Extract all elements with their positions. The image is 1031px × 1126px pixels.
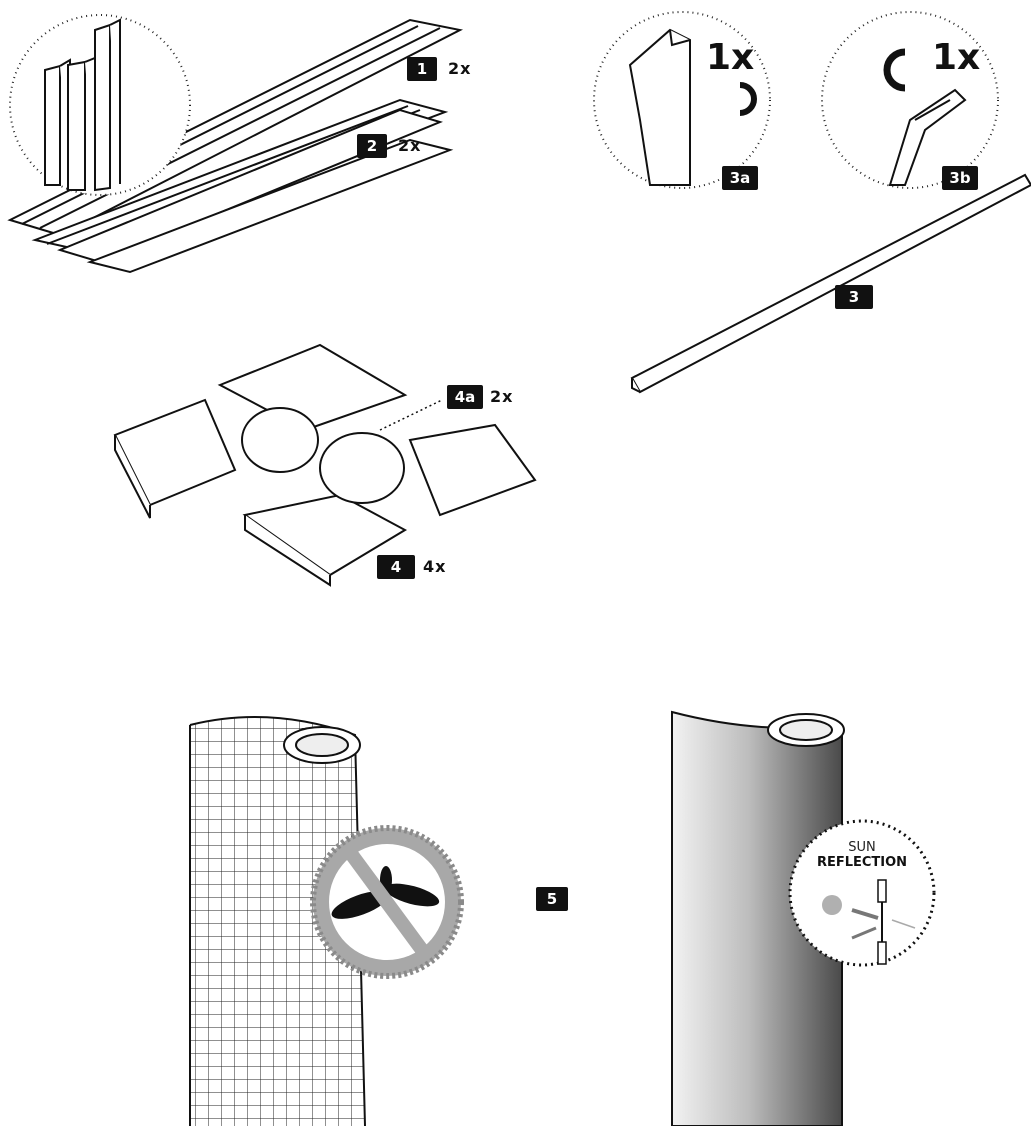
tag-part-2: 2 bbox=[357, 134, 387, 158]
sun-reflection-roll bbox=[671, 710, 845, 1126]
tag-part-4: 4 bbox=[377, 555, 415, 579]
corner-connector-4 bbox=[113, 343, 537, 587]
magnet-icon bbox=[739, 82, 757, 116]
qty-part-4a: 2x bbox=[490, 387, 514, 406]
profile-rail-3 bbox=[630, 173, 1031, 394]
tag-part-4a: 4a bbox=[447, 385, 483, 409]
qty-part-1: 2x bbox=[448, 59, 472, 78]
tag-part-3: 3 bbox=[835, 285, 873, 309]
qty-part-2: 2x bbox=[398, 136, 422, 155]
qty-part-3b: 1x bbox=[932, 37, 981, 78]
tag-part-3a: 3a bbox=[722, 166, 758, 190]
sun-badge-label-bottom: REFLECTION bbox=[816, 855, 908, 870]
magnet-icon bbox=[883, 48, 906, 92]
magnet-detail-3b bbox=[821, 11, 999, 189]
leader-line-4a bbox=[379, 399, 443, 431]
tag-part-5: 5 bbox=[536, 887, 568, 911]
qty-part-4: 4x bbox=[423, 557, 447, 576]
tag-part-3b: 3b bbox=[942, 166, 978, 190]
sun-icon bbox=[822, 895, 842, 915]
sun-reflection-badge bbox=[788, 819, 936, 967]
profile-detail-circle bbox=[9, 14, 191, 196]
sun-badge-label-top: SUN bbox=[848, 840, 876, 855]
qty-part-3a: 1x bbox=[706, 37, 755, 78]
no-mosquito-icon bbox=[310, 825, 464, 979]
magnet-detail-3a bbox=[593, 11, 771, 189]
tag-part-1: 1 bbox=[407, 57, 437, 81]
